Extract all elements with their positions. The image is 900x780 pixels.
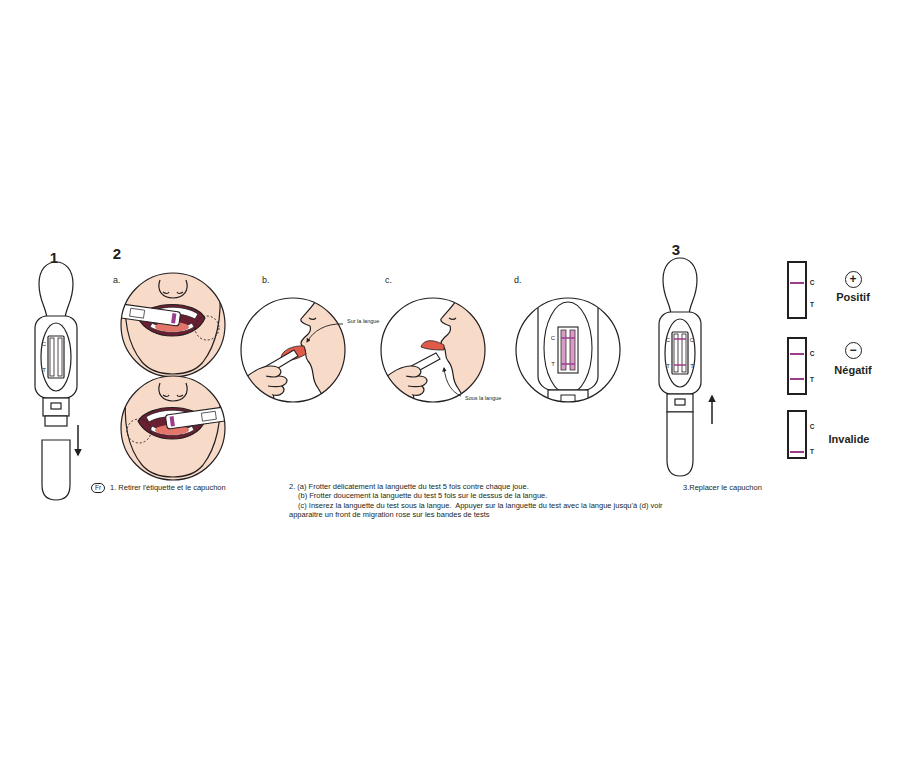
instruction-text: (b) Frotter doucement la languette du te… xyxy=(298,492,547,501)
result-strips xyxy=(788,262,806,318)
result-sign-circle: − xyxy=(845,342,862,359)
step-number: 3 xyxy=(672,241,680,258)
tongue-top-swab xyxy=(236,290,362,410)
substep-letter: c. xyxy=(385,275,392,285)
language-badge: Fr xyxy=(91,483,105,493)
cheek-swab-1 xyxy=(121,273,225,377)
line-marker: T xyxy=(690,363,694,370)
line-marker: C xyxy=(666,337,670,344)
cheek-swab-2 xyxy=(110,365,240,495)
result-label: Positif xyxy=(836,291,870,304)
device-window-closeup xyxy=(558,327,578,373)
test-device-step3 xyxy=(674,364,686,366)
node-text: + xyxy=(849,273,856,285)
result-strips xyxy=(790,353,804,355)
arrow xyxy=(77,425,79,455)
cheek-swab-1 xyxy=(110,262,240,392)
test-device-step1 xyxy=(35,262,78,500)
device-window-closeup xyxy=(561,395,575,402)
cheek-swab-1 xyxy=(195,316,219,340)
under-tongue-swab xyxy=(441,290,502,408)
tongue-top-swab xyxy=(241,298,345,402)
result-strips xyxy=(788,338,806,394)
line-marker: C xyxy=(42,341,46,348)
line-marker: T xyxy=(810,301,814,308)
line-marker: T xyxy=(810,448,814,455)
callout-note: Sur la langue xyxy=(347,318,379,324)
test-device-step3 xyxy=(659,258,712,476)
device-window-closeup xyxy=(538,288,598,390)
leader-arrow xyxy=(444,368,461,396)
device-window-closeup xyxy=(516,288,622,410)
result-label: Négatif xyxy=(834,364,871,377)
instruction-text: 3.Replacer le capuchon xyxy=(683,484,762,493)
tongue xyxy=(421,341,444,350)
step-number: 1 xyxy=(50,249,58,266)
device-window-closeup xyxy=(516,298,620,402)
substep-letter: b. xyxy=(262,275,270,285)
device-window-closeup xyxy=(544,302,592,394)
test-device-step3 xyxy=(659,258,701,412)
tongue-top-swab xyxy=(236,366,287,410)
step-number: 2 xyxy=(113,245,121,262)
device-window-closeup xyxy=(561,337,575,339)
cheek-swab-1 xyxy=(110,262,240,392)
line-marker: C xyxy=(690,337,694,344)
node-text: − xyxy=(849,344,856,356)
test-device-step1 xyxy=(35,262,77,416)
line-marker: C xyxy=(810,279,815,286)
instruction-text: 2. (a) Frotter délicatement la languette… xyxy=(289,483,529,492)
cheek-swab-1 xyxy=(130,308,145,318)
instruction-text: 1. Retirer l'étiquette et le capuchon xyxy=(110,484,226,493)
cheek-swab-2 xyxy=(170,416,175,426)
line-marker: T xyxy=(810,376,814,383)
line-marker: C xyxy=(551,335,555,342)
leader-arrow xyxy=(307,324,343,342)
under-tongue-swab xyxy=(381,298,485,402)
cheek-swab-2 xyxy=(127,419,151,443)
result-strips xyxy=(790,451,804,453)
cheek-swab-2 xyxy=(110,365,240,495)
substep-letter: a. xyxy=(113,275,121,285)
arrow xyxy=(711,396,713,424)
cap xyxy=(667,412,693,476)
node-text: Fr xyxy=(95,485,101,492)
result-sign-circle: + xyxy=(845,271,862,288)
instruction-text: (c) Inserez la languette du test sous la… xyxy=(289,501,663,519)
substep-letter: d. xyxy=(514,275,522,285)
result-label: Invalide xyxy=(829,433,870,446)
result-strips xyxy=(788,262,806,458)
line-marker: T xyxy=(666,363,670,370)
result-strips xyxy=(788,411,806,458)
test-device-step3 xyxy=(674,338,686,340)
cheek-swab-2 xyxy=(110,365,240,495)
device-window-closeup xyxy=(516,288,622,410)
result-strips xyxy=(790,378,804,380)
tongue-top-swab xyxy=(236,290,362,410)
under-tongue-swab xyxy=(376,366,427,410)
cheek-swab-2 xyxy=(201,411,216,421)
under-tongue-swab xyxy=(376,290,502,410)
test-device-step1 xyxy=(50,338,54,376)
test-device-step1 xyxy=(45,416,67,426)
line-marker: C xyxy=(810,423,815,430)
line-marker: T xyxy=(42,367,46,374)
cheek-swab-1 xyxy=(171,313,176,323)
cheek-swab-2 xyxy=(121,376,225,480)
device-window-closeup xyxy=(561,363,575,365)
tongue-top-swab xyxy=(301,290,362,408)
result-strips xyxy=(790,282,804,284)
test-device-step1 xyxy=(58,338,62,376)
cheek-swab-1 xyxy=(110,262,240,392)
callout-note: Sous la langue xyxy=(465,395,501,401)
cap xyxy=(42,440,70,500)
under-tongue-swab xyxy=(376,290,502,410)
line-marker: C xyxy=(810,350,815,357)
line-marker: T xyxy=(551,361,555,368)
